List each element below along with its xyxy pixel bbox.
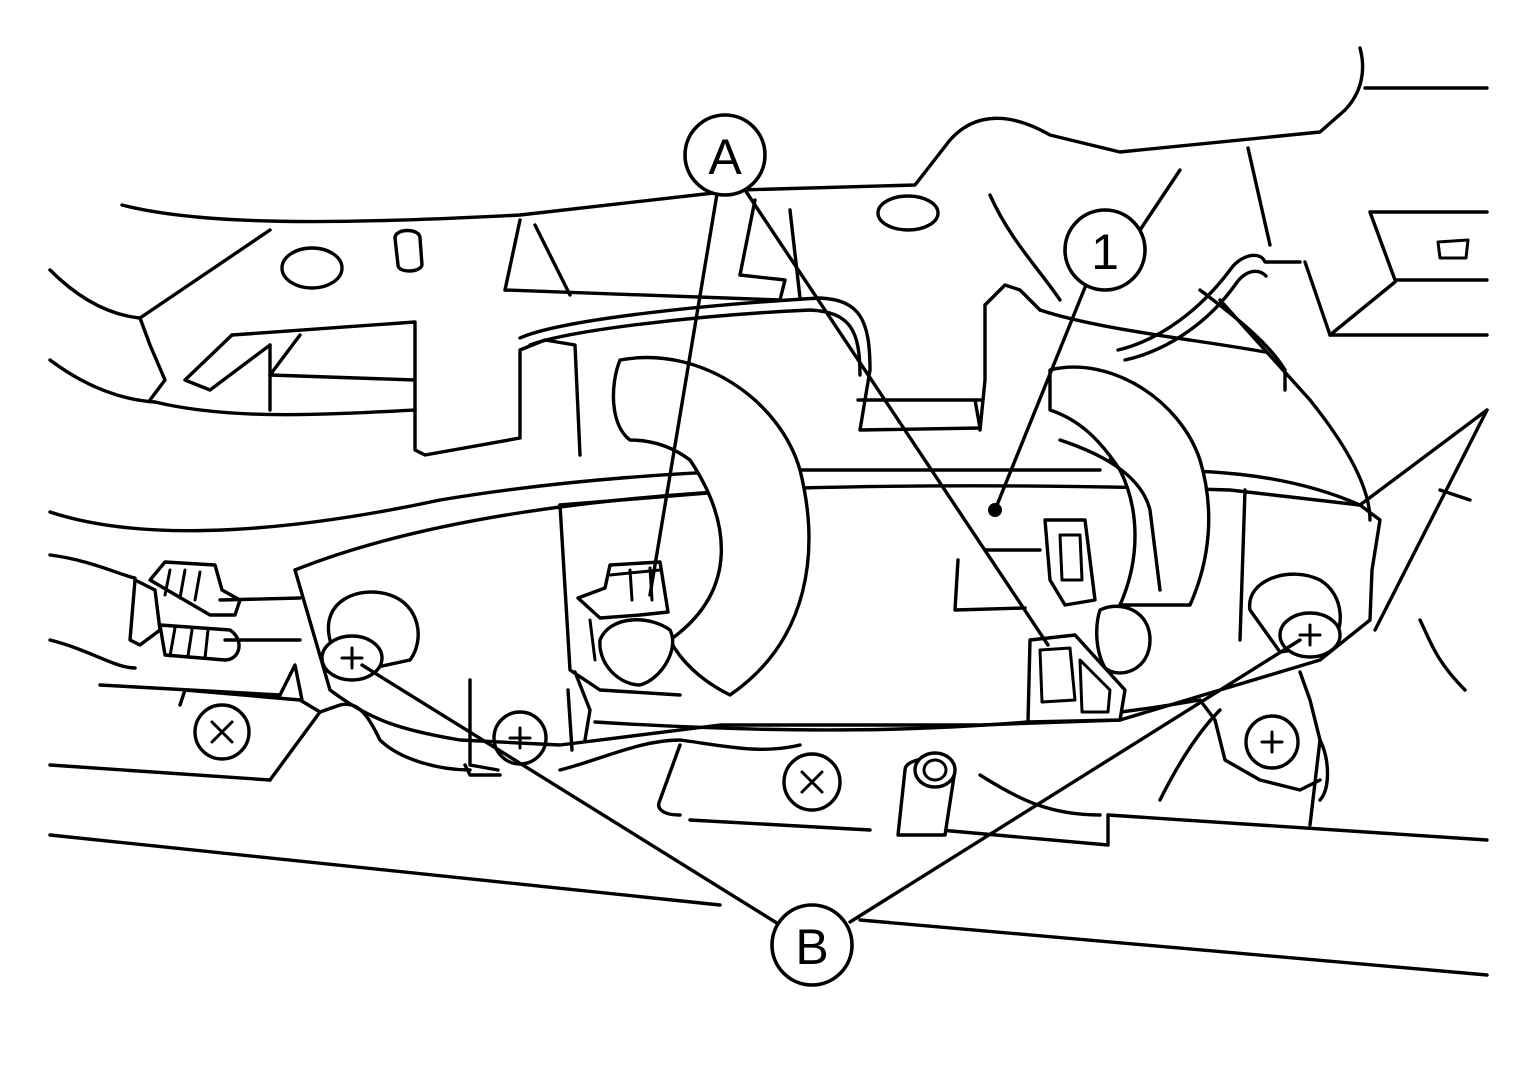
connector-a-left: [576, 560, 675, 687]
left-clip: [128, 560, 302, 662]
callout-a-label: A: [708, 129, 742, 185]
leader-lines: [360, 186, 1302, 927]
left-band: [611, 355, 811, 697]
pin-upper-left: [393, 228, 424, 273]
screw-1: [193, 703, 251, 761]
screw-4: [1244, 714, 1300, 770]
right-band: [1048, 365, 1211, 607]
harness-bands: [611, 355, 1211, 697]
callout-1-label: 1: [1091, 224, 1119, 280]
part-1-dot: [988, 503, 1002, 517]
hole-upper-center: [876, 194, 940, 232]
callout-a: A: [683, 113, 767, 197]
connector-a-right: [1026, 518, 1152, 724]
callout-b-label: B: [795, 919, 828, 975]
screw-3: [782, 752, 842, 812]
upper-panel: [48, 46, 1489, 457]
lower-bracket: [48, 638, 1489, 977]
hole-upper-left: [280, 246, 344, 290]
callout-b: B: [770, 903, 854, 987]
callout-1: 1: [1063, 208, 1147, 292]
